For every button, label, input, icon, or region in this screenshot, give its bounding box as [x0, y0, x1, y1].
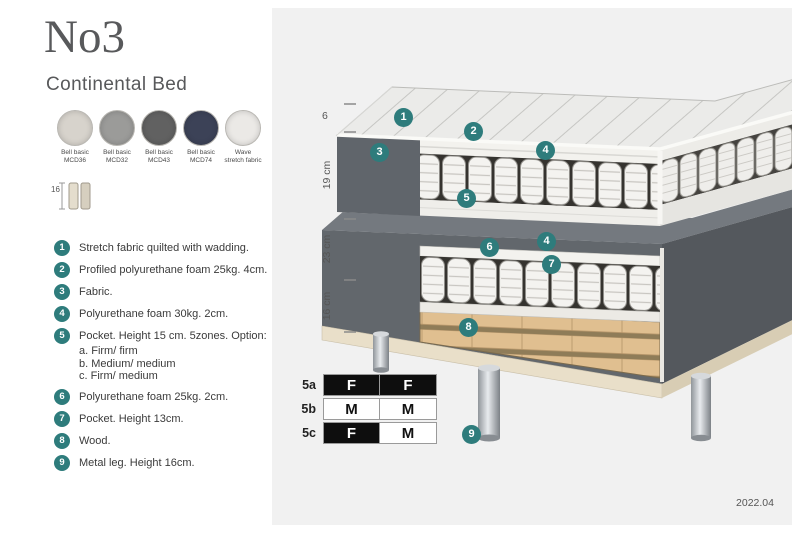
firmness-cell: M [323, 398, 380, 420]
legend-item-text: Polyurethane foam 25kg. 2cm. [79, 390, 229, 403]
page-subtitle: Continental Bed [46, 74, 188, 95]
legend-item-6: 6 Polyurethane foam 25kg. 2cm. [54, 388, 274, 405]
legend-sub-option-a: a. Firm/ firm [79, 345, 138, 357]
firmness-cell: M [380, 422, 437, 444]
legend-item-text: Polyurethane foam 30kg. 2cm. [79, 308, 229, 320]
legend-item-5: 5 Pocket. Height 15 cm. 5zones. Option: … [54, 328, 274, 383]
callout-badge-4-upper: 4 [536, 141, 555, 160]
fabric-swatch-circle [141, 110, 177, 146]
legend-sub-options: a. Firm/ firm b. Medium/ medium c. Firm/… [79, 345, 267, 383]
legend-item-text: Profiled polyurethane foam 25kg. 4cm. [79, 264, 268, 276]
legend-item-text: Stretch fabric quilted with wadding. [79, 242, 249, 254]
firmness-cell: F [323, 422, 380, 444]
legend-badge: 2 [54, 262, 70, 278]
dimension-label-23cm: 23 cm [321, 234, 333, 264]
legend-item-text: Pocket. Height 13cm. [79, 412, 184, 425]
version-stamp: 2022.04 [736, 497, 774, 509]
top-mattress [335, 79, 792, 226]
callout-badge-2: 2 [464, 122, 483, 141]
dimension-ticks [344, 103, 356, 333]
fabric-swatch-circle [99, 110, 135, 146]
callout-badge-7: 7 [542, 255, 561, 274]
firmness-row-label: 5c [302, 426, 316, 440]
firmness-row-label: 5a [302, 378, 316, 392]
fabric-swatch-circle [57, 110, 93, 146]
legend-badge: 4 [54, 306, 70, 322]
legend-sub-option-c: c. Firm/ medium [79, 370, 158, 382]
callout-badge-1: 1 [394, 108, 413, 127]
firmness-cell: F [323, 374, 380, 396]
legend-badge: 5 [54, 328, 70, 344]
firmness-row-5b: 5b M M [292, 398, 437, 420]
firmness-row-5a: 5a F F [292, 374, 437, 396]
legend-item-3: 3 Fabric. [54, 284, 274, 300]
firmness-row-label: 5b [301, 402, 316, 416]
callout-badge-6: 6 [480, 238, 499, 257]
legend-badge: 1 [54, 240, 70, 256]
leg-icon: 16 [51, 182, 91, 210]
metal-leg [691, 372, 711, 442]
legend-item-text: Metal leg. Height 16cm. [79, 456, 195, 469]
fabric-swatch-circle [225, 110, 261, 146]
legend-item-9: 9 Metal leg. Height 16cm. [54, 454, 274, 471]
legend-item-text: Wood. [79, 434, 111, 447]
firmness-cell: M [380, 398, 437, 420]
legend-item-4: 4 Polyurethane foam 30kg. 2cm. [54, 306, 274, 322]
diagram-panel: 6 19 cm 23 cm 16 cm 1 2 3 4 5 4 6 7 8 9 … [272, 8, 792, 525]
fabric-swatch-circle [183, 110, 219, 146]
metal-leg [478, 364, 500, 442]
dimension-label-6: 6 [322, 110, 328, 122]
callout-badge-4-lower: 4 [537, 232, 556, 251]
firmness-row-5c: 5c F M [292, 422, 437, 444]
bed-cutaway-illustration [321, 79, 792, 442]
metal-legs [373, 331, 711, 442]
page-title: No3 [44, 11, 125, 63]
legend-item-8: 8 Wood. [54, 432, 274, 449]
metal-leg [373, 331, 389, 373]
legend-item-2: 2 Profiled polyurethane foam 25kg. 4cm. [54, 262, 274, 278]
leg-height-thumbnail: 16 [50, 178, 94, 219]
dimension-label-16cm: 16 cm [321, 291, 333, 321]
legend-badge: 8 [54, 432, 70, 449]
callout-badge-5: 5 [457, 189, 476, 208]
legend-badge: 7 [54, 410, 70, 427]
legend-badge: 9 [54, 454, 70, 471]
legend-item-text: Pocket. Height 15 cm. 5zones. Option: a.… [79, 330, 267, 383]
svg-text:16: 16 [51, 185, 60, 194]
dimension-label-19cm: 19 cm [321, 160, 333, 190]
legend-badge: 3 [54, 284, 70, 300]
firmness-cell: F [380, 374, 437, 396]
legend-item-text: Fabric. [79, 286, 113, 298]
legend-badge: 6 [54, 388, 70, 405]
legend-sub-option-b: b. Medium/ medium [79, 357, 176, 370]
legend-item-1: 1 Stretch fabric quilted with wadding. [54, 240, 274, 256]
legend-item-7: 7 Pocket. Height 13cm. [54, 410, 274, 427]
callout-badge-8: 8 [459, 318, 478, 337]
firmness-table: 5a F F 5b M M 5c F M [292, 374, 437, 446]
callout-badge-9: 9 [462, 425, 481, 444]
callout-badge-3: 3 [370, 143, 389, 162]
